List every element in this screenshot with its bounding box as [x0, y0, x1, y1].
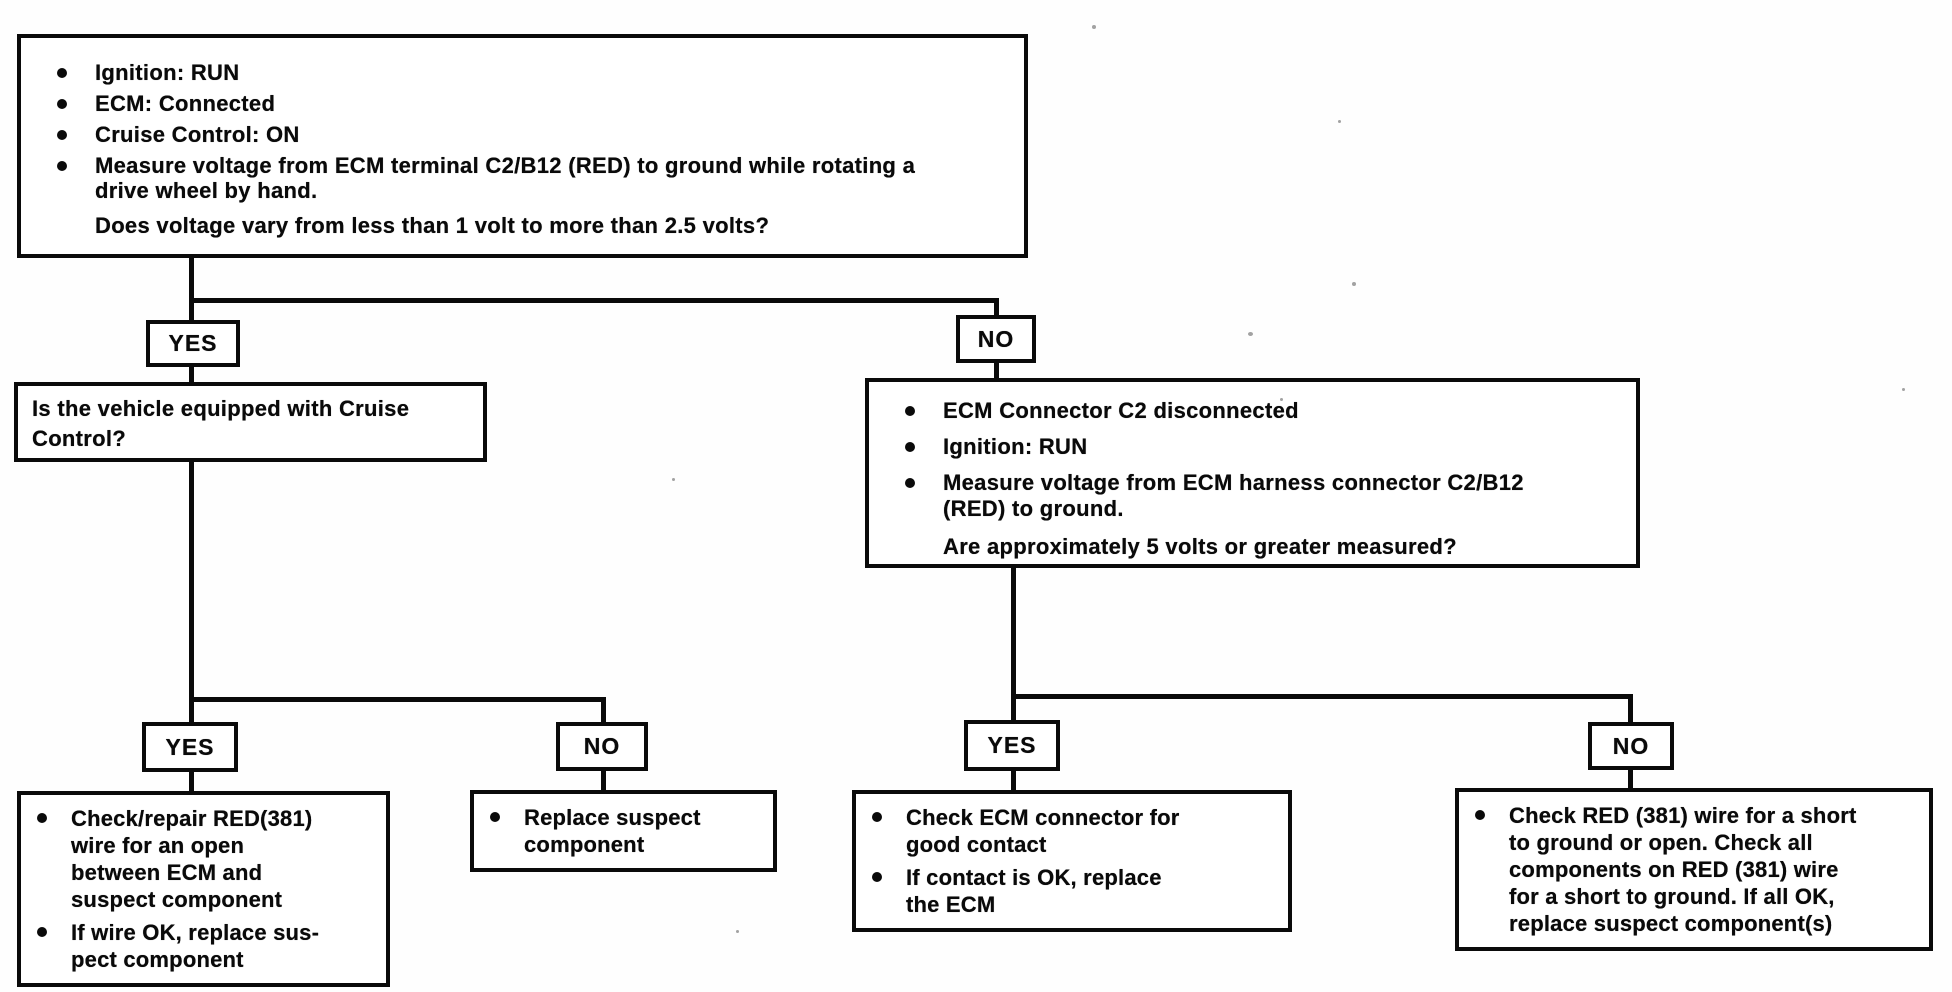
scan-speck: [672, 478, 675, 481]
result-check-ecm-connector-box: Check ECM connector for good contact If …: [852, 790, 1292, 932]
result-check-red-wire-short-box: Check RED (381) wire for a short to grou…: [1455, 788, 1933, 951]
bullet-text: If contact is OK, replace the ECM: [906, 865, 1162, 917]
scan-speck: [1338, 120, 1341, 123]
bullet-icon: [905, 442, 915, 452]
bullet-text: Cruise Control: ON: [95, 122, 300, 147]
connector-yes1-to-question: [189, 365, 194, 384]
scan-speck: [1248, 332, 1253, 336]
yes-label-text: YES: [168, 330, 218, 356]
list-item: If contact is OK, replace the ECM: [856, 864, 1282, 918]
bullet-text: Check/repair RED(381) wire for an open b…: [71, 806, 313, 912]
bullet-icon: [37, 927, 47, 937]
bullet-text: ECM Connector C2 disconnected: [943, 398, 1299, 423]
list-item: Cruise Control: ON: [21, 122, 1024, 147]
connector-checkbox-down: [1011, 566, 1016, 722]
connector-no1-to-checkbox: [994, 361, 999, 380]
bullet-text: ECM: Connected: [95, 91, 276, 116]
list-item: Check ECM connector for good contact: [856, 804, 1282, 858]
branch2-no-label: NO: [556, 722, 648, 771]
bullet-icon: [57, 68, 67, 78]
connector-branch1-horizontal: [189, 298, 999, 303]
branch1-yes-label: YES: [146, 320, 240, 367]
no-label-text: NO: [977, 325, 1015, 352]
bullet-text: Ignition: RUN: [943, 434, 1088, 459]
connector-branch2-horizontal: [189, 697, 606, 702]
result-check-repair-red-wire-box: Check/repair RED(381) wire for an open b…: [17, 791, 390, 987]
branch3-yes-label: YES: [964, 720, 1060, 771]
bullet-text: Replace suspect component: [524, 805, 701, 857]
bullet-text: Measure voltage from ECM terminal C2/B12…: [95, 153, 916, 203]
list-item: ECM Connector C2 disconnected: [869, 398, 1636, 424]
bullet-icon: [872, 812, 882, 822]
connector-question-down: [189, 460, 194, 722]
connector-top-to-yes1: [189, 256, 194, 322]
branch1-no-label: NO: [956, 315, 1036, 363]
bullet-text: Measure voltage from ECM harness connect…: [943, 470, 1524, 521]
scan-speck: [1352, 282, 1356, 286]
list-item: If wire OK, replace sus- pect component: [21, 919, 380, 973]
yes-label-text: YES: [165, 733, 215, 760]
decision-question: Are approximately 5 volts or greater mea…: [943, 534, 1457, 559]
no-label-text: NO: [1612, 732, 1650, 759]
list-item: Replace suspect component: [474, 804, 767, 858]
bullet-icon: [37, 813, 47, 823]
no-label-text: NO: [583, 733, 621, 759]
bullet-text: Check ECM connector for good contact: [906, 805, 1180, 857]
bullet-text: Ignition: RUN: [95, 60, 240, 85]
connector-branch3-horizontal: [1011, 694, 1633, 699]
branch3-no-label: NO: [1588, 722, 1674, 770]
bullet-icon: [57, 130, 67, 140]
list-item: Check RED (381) wire for a short to grou…: [1459, 802, 1923, 937]
list-item: Check/repair RED(381) wire for an open b…: [21, 805, 380, 913]
bullet-icon: [490, 812, 500, 822]
bullet-icon: [57, 99, 67, 109]
branch2-yes-label: YES: [142, 722, 238, 772]
bullet-icon: [872, 872, 882, 882]
bullet-icon: [905, 478, 915, 488]
start-conditions-box: Ignition: RUN ECM: Connected Cruise Cont…: [17, 34, 1028, 258]
scan-speck: [1092, 25, 1096, 29]
list-item: ECM: Connected: [21, 91, 1024, 116]
scan-speck: [1280, 398, 1283, 401]
bullet-icon: [1475, 810, 1485, 820]
yes-label-text: YES: [987, 732, 1037, 758]
connector-branch1-to-no1: [994, 300, 999, 317]
scan-speck: [1902, 388, 1905, 391]
connector-yes2-to-result: [189, 770, 194, 793]
harness-voltage-check-box: ECM Connector C2 disconnected Ignition: …: [865, 378, 1640, 568]
list-item: Measure voltage from ECM harness connect…: [869, 470, 1636, 522]
list-item: Ignition: RUN: [869, 434, 1636, 460]
decision-question: Does voltage vary from less than 1 volt …: [95, 213, 770, 238]
result-replace-suspect-component-box: Replace suspect component: [470, 790, 777, 872]
connector-no2-to-result: [601, 768, 606, 792]
bullet-icon: [905, 406, 915, 416]
connector-branch3-to-no3: [1628, 696, 1633, 724]
scan-speck: [736, 930, 739, 933]
connector-no3-to-result: [1628, 768, 1633, 790]
connector-yes3-to-result: [1011, 768, 1016, 792]
list-item: Measure voltage from ECM terminal C2/B12…: [21, 153, 1024, 203]
bullet-icon: [57, 161, 67, 171]
cruise-control-question-box: Is the vehicle equipped with Cruise Cont…: [14, 382, 487, 462]
connector-branch2-to-no2: [601, 699, 606, 724]
list-item: Ignition: RUN: [21, 60, 1024, 85]
bullet-text: If wire OK, replace sus- pect component: [71, 920, 320, 972]
bullet-text: Check RED (381) wire for a short to grou…: [1509, 803, 1857, 936]
